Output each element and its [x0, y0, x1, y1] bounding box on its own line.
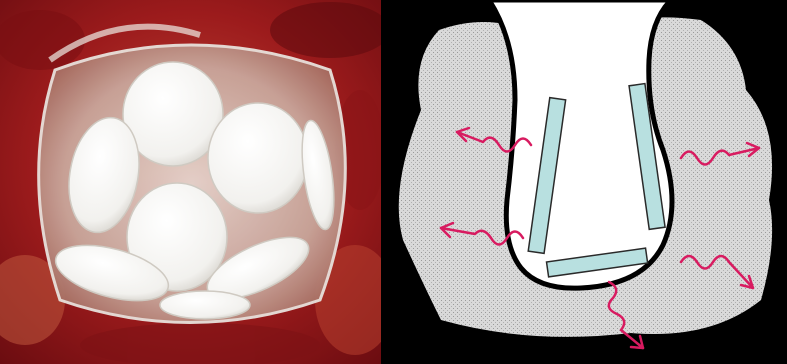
wafer-disc: [160, 291, 250, 319]
cavity-schematic: [381, 0, 787, 364]
schematic-diagram-panel: [381, 0, 787, 364]
wafer-disc: [208, 103, 308, 213]
surgical-photo-panel: [0, 0, 381, 364]
surgical-photo-illustration: [0, 0, 381, 364]
